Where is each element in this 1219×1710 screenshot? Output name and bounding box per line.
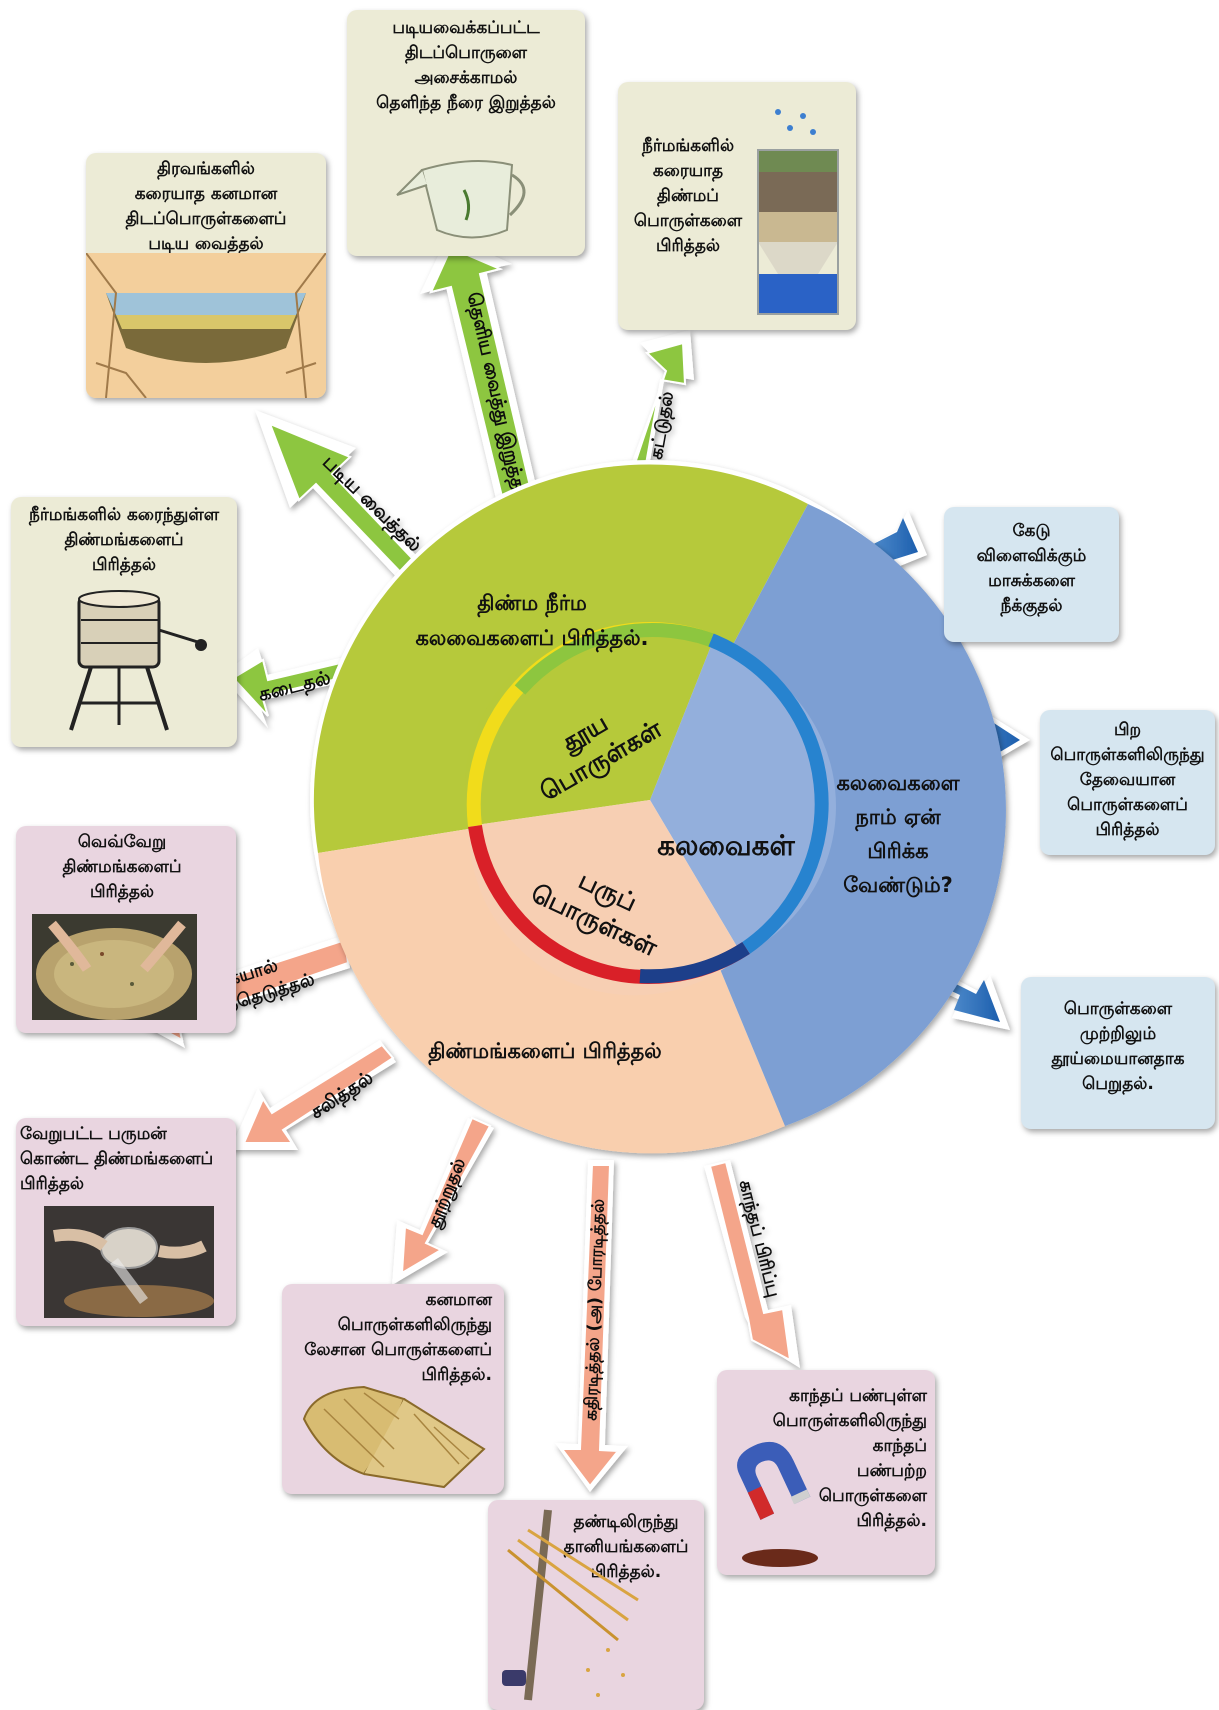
card-sedimentation: திரவங்களில் கரையாத கனமான திடப்பொருள்களைப… <box>86 153 326 398</box>
card-filtration: நீர்மங்களில் கரையாத திண்மப் பொருள்களை பி… <box>618 82 856 330</box>
arrow-sieving: சலித்தல் <box>230 1040 396 1150</box>
arrow-sedimentation: படிய வைத்தல் <box>255 410 452 613</box>
arrow-winnowing-label: தூற்றுதல் <box>423 1155 472 1232</box>
magnet-illustration <box>737 1441 818 1567</box>
card-sieving-text: வேறுபட்ட பருமன் கொண்ட திண்மங்களைப் பிரித… <box>20 1124 214 1194</box>
category-solid-solid: திண்மங்களைப் பிரித்தல் <box>428 1039 661 1066</box>
arrow-magnetic: காந்தப் பிரிப்பு <box>704 1160 800 1368</box>
card-churning: நீர்மங்களில் கரைந்துள்ள திண்மங்களைப் பிர… <box>11 497 237 747</box>
filter-illustration <box>757 109 839 315</box>
card-sedimentation-text: திரவங்களில் கரையாத கனமான திடப்பொருள்களைப… <box>125 159 287 254</box>
churner-illustration <box>69 590 207 731</box>
card-sieving: வேறுபட்ட பருமன் கொண்ட திண்மங்களைப் பிரித… <box>16 1118 236 1326</box>
card-winnowing: கனமான பொருள்களிலிருந்து லேசான பொருள்களைப… <box>282 1284 504 1494</box>
sieve-photo <box>44 1206 214 1318</box>
card-threshing-text: தண்டிலிருந்து தானியங்களைப் பிரித்தல். <box>563 1512 689 1582</box>
card-decantation-text: படியவைக்கப்பட்ட திடப்பொருளை அசைக்காமல் த… <box>376 18 556 113</box>
jug-illustration <box>396 160 526 239</box>
card-magnetic: காந்தப் பண்புள்ள பொருள்களிலிருந்து காந்த… <box>717 1370 935 1575</box>
card-decantation: படியவைக்கப்பட்ட திடப்பொருளை அசைக்காமல் த… <box>347 10 585 256</box>
card-winnowing-text: கனமான பொருள்களிலிருந்து லேசான பொருள்களைப… <box>304 1290 492 1385</box>
card-useful: பிற பொருள்களிலிருந்து தேவையான பொருள்களைப… <box>1040 710 1215 855</box>
arrow-winnowing: தூற்றுதல் <box>392 1116 494 1285</box>
card-magnetic-text: காந்தப் பண்புள்ள பொருள்களிலிருந்து காந்த… <box>772 1386 927 1531</box>
card-pure: பொருள்களை முற்றிலும் தூய்மையானதாக பெறுதல… <box>1021 977 1215 1129</box>
center-title: கலவைகள் <box>657 829 795 862</box>
card-harmful: கேடு விளைவிக்கும் மாசுக்களை நீக்குதல் <box>944 507 1119 642</box>
card-filtration-text: நீர்மங்களில் கரையாத திண்மப் பொருள்களை பி… <box>633 136 743 256</box>
card-useful-text: பிற பொருள்களிலிருந்து தேவையான பொருள்களைப… <box>1050 720 1205 840</box>
card-harmful-text: கேடு விளைவிக்கும் மாசுக்களை நீக்குதல் <box>976 521 1087 616</box>
card-churning-text: நீர்மங்களில் கரைந்துள்ள திண்மங்களைப் பிர… <box>28 505 220 575</box>
card-pure-text: பொருள்களை முற்றிலும் தூய்மையானதாக பெறுதல… <box>1051 999 1185 1094</box>
card-threshing: தண்டிலிருந்து தானியங்களைப் பிரித்தல். <box>488 1500 704 1710</box>
sediment-illustration <box>86 253 326 398</box>
arrow-threshing: கதிரடித்தல் (அ) போரடித்தல் <box>555 1160 628 1492</box>
winnowing-basket <box>302 1385 486 1489</box>
inner-circle <box>464 622 836 996</box>
grains-photo <box>32 914 197 1020</box>
threshing-illustration <box>502 1509 639 1701</box>
card-handpicking-text: வெவ்வேறு திண்மங்களைப் பிரித்தல் <box>62 832 182 902</box>
card-handpicking: வெவ்வேறு திண்மங்களைப் பிரித்தல் <box>16 826 236 1033</box>
